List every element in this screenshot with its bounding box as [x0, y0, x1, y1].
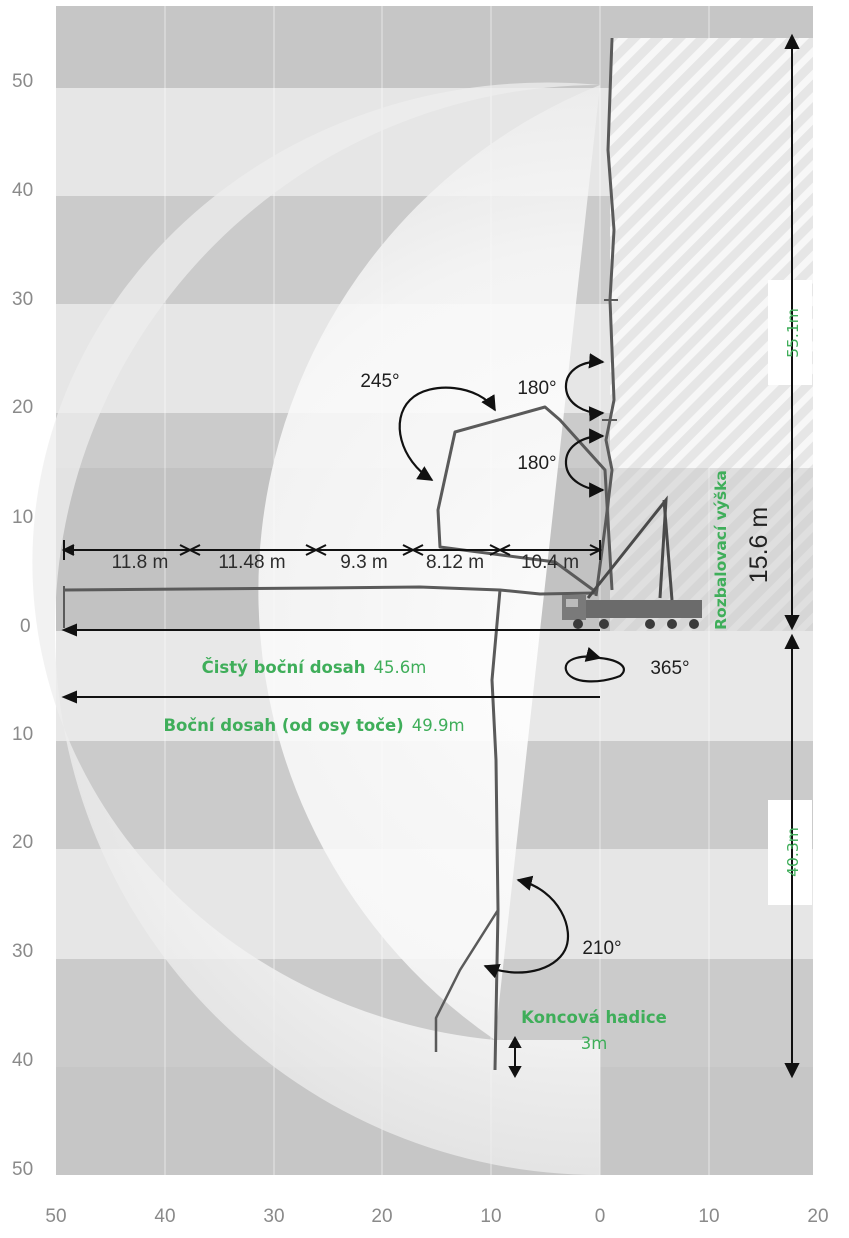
x-tick-label: 20 — [807, 1206, 828, 1227]
truck-wheel — [573, 619, 583, 629]
truck-cab — [562, 595, 586, 620]
rotation-arrow-180-top — [564, 353, 605, 422]
y-tick-label: 30 — [12, 289, 33, 310]
y-tick-label: 40 — [12, 1050, 33, 1071]
net-reach-label: Čistý boční dosah 45.6m — [202, 658, 427, 677]
y-axis: 50 40 30 20 10 0 10 20 30 40 50 — [12, 71, 33, 1180]
net-reach-label-text: Čistý boční dosah — [202, 658, 366, 677]
x-tick-label: 0 — [595, 1206, 606, 1227]
truck-wheel — [645, 619, 655, 629]
depth-reach-value: 40.3m — [784, 827, 802, 877]
x-tick-label: 30 — [263, 1206, 284, 1227]
reach-envelope — [32, 82, 601, 1175]
end-hose-value: 3m — [581, 1034, 608, 1053]
angle-180-top-label: 180° — [517, 378, 556, 399]
segment-length-label: 9.3 m — [340, 552, 388, 573]
rotation-arrow-245 — [398, 386, 496, 481]
vertical-reach-value: 55.1m — [784, 308, 802, 358]
y-tick-label: 40 — [12, 180, 33, 201]
net-reach-value: 45.6m — [374, 658, 427, 677]
truck-outrigger — [586, 495, 668, 599]
angle-245-label: 245° — [360, 371, 399, 392]
angle-365-label: 365° — [650, 658, 689, 679]
angle-180-bottom-label: 180° — [517, 453, 556, 474]
y-tick-label: 50 — [12, 1159, 33, 1180]
side-reach-label-text: Boční dosah (od osy toče) — [163, 716, 403, 735]
y-tick-label: 10 — [12, 507, 33, 528]
x-tick-label: 10 — [698, 1206, 719, 1227]
side-reach-value: 49.9m — [412, 716, 465, 735]
truck-wheel — [667, 619, 677, 629]
vertical-height-arrows — [784, 33, 800, 1079]
hatched-zone-upper — [610, 38, 813, 468]
rotation-arrow-210 — [483, 875, 570, 979]
rotation-arrow-180-bottom — [564, 428, 605, 498]
height-label-box-top — [768, 280, 812, 385]
rotation-arrows — [398, 353, 625, 979]
truck-body — [562, 600, 702, 618]
end-hose-arrow — [508, 1035, 522, 1079]
angle-210-label: 210° — [582, 938, 621, 959]
x-tick-label: 50 — [45, 1206, 66, 1227]
boom-horizontal-position — [63, 585, 596, 628]
y-tick-label: 20 — [12, 832, 33, 853]
end-hose-label: Koncová hadice — [521, 1008, 667, 1027]
segment-length-label: 10.4 m — [521, 552, 579, 573]
truck-wheel — [689, 619, 699, 629]
rotation-arrow-365 — [564, 646, 625, 683]
x-tick-label: 20 — [371, 1206, 392, 1227]
reach-envelope-outer — [258, 85, 600, 1040]
x-tick-label: 40 — [154, 1206, 175, 1227]
segment-length-label: 11.8 m — [112, 552, 169, 573]
reach-arrows — [61, 623, 600, 704]
y-tick-label: 50 — [12, 71, 33, 92]
x-tick-label: 10 — [480, 1206, 501, 1227]
truck-mast — [662, 499, 674, 601]
segment-length-label: 11.48 m — [218, 552, 285, 573]
y-tick-label: 30 — [12, 941, 33, 962]
y-tick-label: 10 — [12, 724, 33, 745]
x-axis: 50 40 30 20 10 0 10 20 — [45, 1206, 828, 1227]
side-reach-label: Boční dosah (od osy toče) 49.9m — [163, 716, 464, 735]
truck-cab-window — [566, 599, 578, 607]
pump-truck — [562, 495, 702, 629]
y-tick-label: 0 — [20, 616, 31, 637]
unfold-height-label: Rozbalovací výška — [712, 470, 730, 630]
segment-length-label: 8.12 m — [426, 552, 484, 573]
height-label-box-bottom — [768, 800, 812, 905]
unfold-height-value: 15.6 m — [745, 507, 773, 583]
y-tick-label: 20 — [12, 397, 33, 418]
dimension-line-segments — [61, 540, 603, 560]
truck-wheel — [599, 619, 609, 629]
